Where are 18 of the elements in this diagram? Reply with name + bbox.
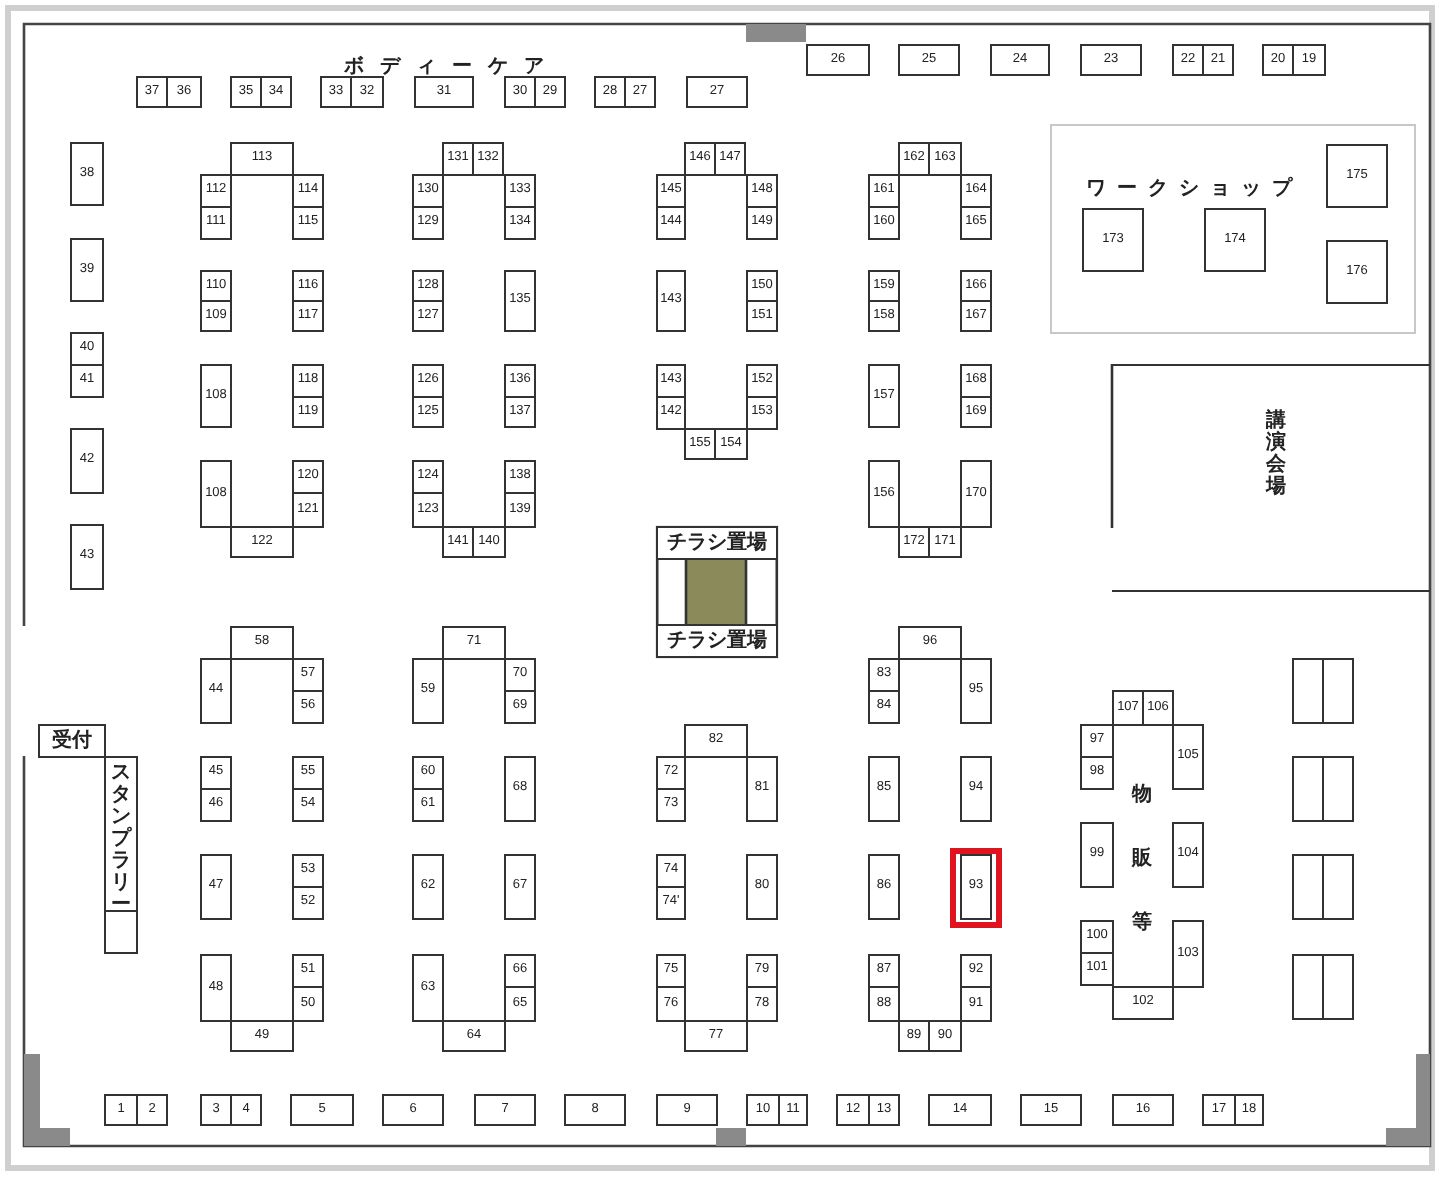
sign-box: チラシ置場 — [656, 624, 778, 658]
empty-booth-box — [1292, 756, 1324, 822]
sign-box: チラシ置場 — [656, 526, 778, 560]
workshop-area — [1050, 124, 1416, 334]
empty-booth-box — [1292, 658, 1324, 724]
empty-booth-box — [1292, 854, 1324, 920]
empty-booth-box — [1322, 756, 1354, 822]
area-heading: ワークショップ — [1086, 174, 1303, 202]
empty-booth-box — [1322, 954, 1354, 1020]
empty-booth-box — [1322, 658, 1354, 724]
sign-box: 受付 — [38, 724, 106, 758]
stamp-rally-desk: スタンプラリー — [104, 756, 138, 912]
lecture-hall-area — [1112, 364, 1430, 592]
zone-label: ボディーケア — [344, 54, 560, 80]
area-heading: 講演会場 — [1266, 410, 1286, 498]
empty-booth-box — [1322, 854, 1354, 920]
area-label: 物販等 — [1132, 781, 1152, 938]
empty-booth-box — [1292, 954, 1324, 1020]
